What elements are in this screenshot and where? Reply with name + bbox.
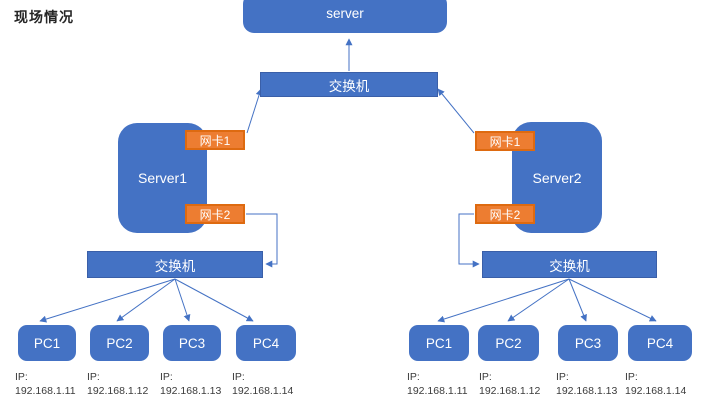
left-pc4-node: PC4 xyxy=(236,325,296,361)
server2-nic2-badge: 网卡2 xyxy=(475,204,535,224)
left-pc2-ip: IP: 192.168.1.12 xyxy=(87,370,148,398)
left-pc2-label: PC2 xyxy=(106,335,133,351)
right-pc3-node: PC3 xyxy=(558,325,618,361)
right-pc1-ip: IP: 192.168.1.11 xyxy=(407,370,468,398)
left-pc4-label: PC4 xyxy=(252,335,280,351)
site-label: 现场情况 xyxy=(14,9,74,25)
edge-server2-nic1-to-coreswitch xyxy=(437,88,475,134)
left-switch-label: 交换机 xyxy=(154,258,196,274)
right-pc2-label: PC2 xyxy=(495,335,522,351)
ip-value: 192.168.1.12 xyxy=(87,385,149,397)
ip-label: IP: xyxy=(160,371,173,383)
server-node: server xyxy=(243,0,447,33)
right-pc4-ip: IP: 192.168.1.14 xyxy=(625,370,686,398)
left-pc1-label: PC1 xyxy=(33,335,61,351)
edge-right-switch-to-pc2 xyxy=(507,278,570,322)
left-pc3-label: PC3 xyxy=(178,335,206,351)
edge-left-switch-to-pc3 xyxy=(174,278,191,322)
server1-nic2-badge: 网卡2 xyxy=(185,204,245,224)
core-switch-node: 交换机 xyxy=(260,72,438,97)
edge-left-switch-to-pc2 xyxy=(116,278,176,322)
left-pc2-node: PC2 xyxy=(90,325,149,361)
right-pc3-label: PC3 xyxy=(574,335,602,351)
core-switch-label: 交换机 xyxy=(328,78,370,94)
right-pc2-node: PC2 xyxy=(478,325,539,361)
edge-right-switch-to-pc1 xyxy=(437,278,570,323)
server2-nic1-label: 网卡1 xyxy=(489,134,521,149)
right-pc1-label: PC1 xyxy=(425,335,453,351)
ip-value: 192.168.1.13 xyxy=(160,385,222,397)
edge-right-switch-to-pc4 xyxy=(568,278,657,322)
ip-value: 192.168.1.11 xyxy=(407,385,468,397)
server2-label: Server2 xyxy=(532,169,582,186)
right-pc2-ip: IP: 192.168.1.12 xyxy=(479,370,540,398)
right-pc3-ip: IP: 192.168.1.13 xyxy=(556,370,617,398)
ip-value: 192.168.1.13 xyxy=(556,385,618,397)
server1-label: Server1 xyxy=(137,170,188,186)
left-pc1-ip: IP: 192.168.1.11 xyxy=(15,370,76,398)
ip-label: IP: xyxy=(15,371,28,383)
edge-left-switch-to-pc4 xyxy=(174,278,254,322)
ip-label: IP: xyxy=(232,371,245,383)
edge-right-switch-to-pc3 xyxy=(568,278,587,322)
edge-left-switch-to-pc1 xyxy=(39,278,176,323)
left-pc1-node: PC1 xyxy=(18,325,76,361)
server1-nic1-label: 网卡1 xyxy=(199,133,231,148)
right-pc4-label: PC4 xyxy=(646,335,674,351)
server2-nic1-badge: 网卡1 xyxy=(475,131,535,151)
ip-value: 192.168.1.14 xyxy=(232,385,294,397)
ip-value: 192.168.1.12 xyxy=(479,385,541,397)
left-switch-node: 交换机 xyxy=(87,251,263,278)
ip-value: 192.168.1.11 xyxy=(15,385,76,397)
ip-value: 192.168.1.14 xyxy=(625,385,687,397)
ip-label: IP: xyxy=(407,371,420,383)
right-pc1-node: PC1 xyxy=(409,325,469,361)
right-switch-node: 交换机 xyxy=(482,251,657,278)
ip-label: IP: xyxy=(625,371,638,383)
left-pc4-ip: IP: 192.168.1.14 xyxy=(232,370,293,398)
server2-nic2-label: 网卡2 xyxy=(489,207,521,222)
ip-label: IP: xyxy=(87,371,100,383)
server1-nic2-label: 网卡2 xyxy=(199,207,231,222)
edge-server1-nic1-to-coreswitch xyxy=(246,88,263,134)
left-pc3-ip: IP: 192.168.1.13 xyxy=(160,370,221,398)
ip-label: IP: xyxy=(479,371,492,383)
right-switch-label: 交换机 xyxy=(549,258,590,274)
right-pc4-node: PC4 xyxy=(628,325,692,361)
left-pc3-node: PC3 xyxy=(163,325,221,361)
server1-nic1-badge: 网卡1 xyxy=(185,130,245,150)
server-node-label: server xyxy=(326,5,364,21)
ip-label: IP: xyxy=(556,371,569,383)
